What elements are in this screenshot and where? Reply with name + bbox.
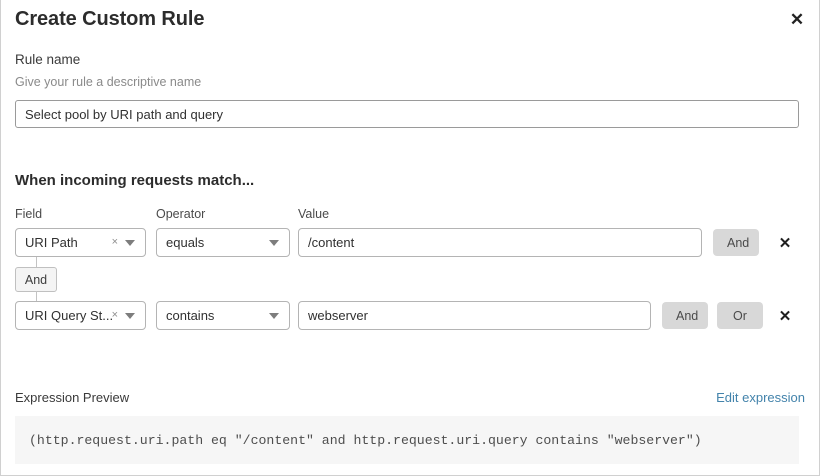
field-select-1[interactable]: URI Query St... × bbox=[15, 301, 146, 330]
rule-name-label: Rule name bbox=[15, 52, 81, 67]
dialog-title: Create Custom Rule bbox=[15, 8, 205, 30]
expression-preview-code: (http.request.uri.path eq "/content" and… bbox=[15, 416, 799, 464]
match-section-title: When incoming requests match... bbox=[15, 172, 255, 189]
clear-icon[interactable]: × bbox=[111, 309, 118, 321]
and-connector-badge[interactable]: And bbox=[15, 267, 57, 292]
column-header-operator: Operator bbox=[156, 207, 206, 221]
chevron-down-icon bbox=[125, 239, 135, 246]
close-icon[interactable]: ✕ bbox=[789, 9, 805, 29]
delete-condition-icon-0[interactable]: ✕ bbox=[778, 234, 792, 252]
expression-preview-label: Expression Preview bbox=[15, 390, 130, 405]
column-header-field: Field bbox=[15, 207, 43, 221]
operator-select-0[interactable]: equals bbox=[156, 228, 290, 257]
column-header-value: Value bbox=[298, 207, 330, 221]
value-input-0[interactable] bbox=[298, 228, 702, 257]
field-select-value-1: URI Query St... bbox=[25, 308, 112, 323]
chevron-down-icon bbox=[269, 239, 279, 246]
chevron-down-icon bbox=[125, 312, 135, 319]
connector-line-bottom bbox=[36, 291, 37, 302]
rule-name-input[interactable] bbox=[15, 100, 799, 128]
connector-line-top bbox=[36, 257, 37, 268]
and-button-1[interactable]: And bbox=[662, 302, 708, 329]
value-input-1[interactable] bbox=[298, 301, 651, 330]
field-select-value-0: URI Path bbox=[25, 235, 78, 250]
field-select-0[interactable]: URI Path × bbox=[15, 228, 146, 257]
or-button-1[interactable]: Or bbox=[717, 302, 763, 329]
and-button-0[interactable]: And bbox=[713, 229, 759, 256]
chevron-down-icon bbox=[269, 312, 279, 319]
edit-expression-link[interactable]: Edit expression bbox=[716, 390, 805, 405]
operator-select-value-1: contains bbox=[166, 308, 215, 323]
operator-select-1[interactable]: contains bbox=[156, 301, 290, 330]
delete-condition-icon-1[interactable]: ✕ bbox=[778, 307, 792, 325]
clear-icon[interactable]: × bbox=[111, 236, 118, 248]
operator-select-value-0: equals bbox=[166, 235, 205, 250]
rule-name-help-text: Give your rule a descriptive name bbox=[15, 75, 202, 89]
